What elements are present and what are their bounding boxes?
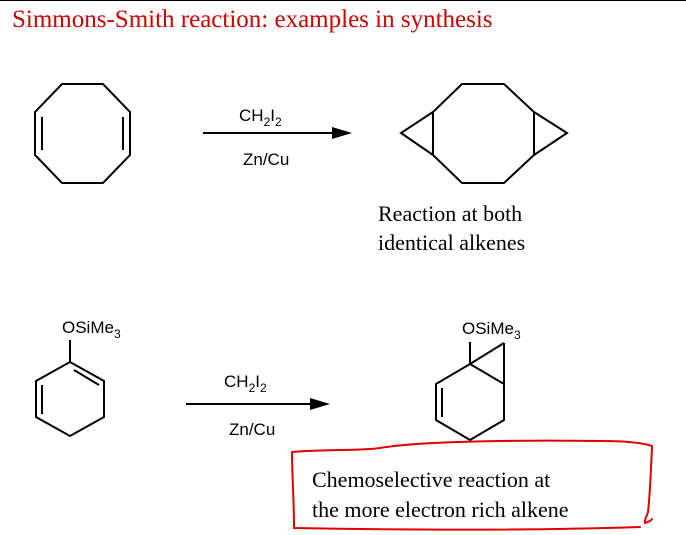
reagent-zncu-2: Zn/Cu (229, 420, 275, 439)
reagent-ch2i2-2: CH2I2 (224, 372, 267, 395)
arrow-1 (203, 127, 352, 139)
caption-line: Chemoselective reaction at (312, 467, 551, 492)
reagent-ch2i2-1: CH2I2 (239, 106, 282, 129)
substituent-osime3-reactant: OSiMe3 (62, 318, 121, 341)
caption-line: the more electron rich alkene (312, 497, 569, 522)
caption-line: identical alkenes (378, 230, 526, 255)
bis-cyclopropane-product-structure (399, 83, 569, 184)
caption-line: Reaction at both (378, 201, 523, 226)
silyl-enol-ether-structure (35, 340, 105, 438)
cyclopropanated-product-structure (435, 342, 505, 442)
hand-drawn-annotation-box (291, 439, 653, 531)
reagent-zncu-1: Zn/Cu (243, 150, 289, 169)
arrow-2 (186, 398, 330, 410)
cyclooctadiene-structure (34, 83, 131, 184)
caption-chemoselective: Chemoselective reaction at the more elec… (312, 465, 569, 525)
slide-title: Simmons-Smith reaction: examples in synt… (12, 6, 493, 33)
top-rule (0, 0, 686, 1)
substituent-osime3-product: OSiMe3 (462, 319, 521, 342)
caption-both-alkenes: Reaction at both identical alkenes (378, 199, 525, 257)
